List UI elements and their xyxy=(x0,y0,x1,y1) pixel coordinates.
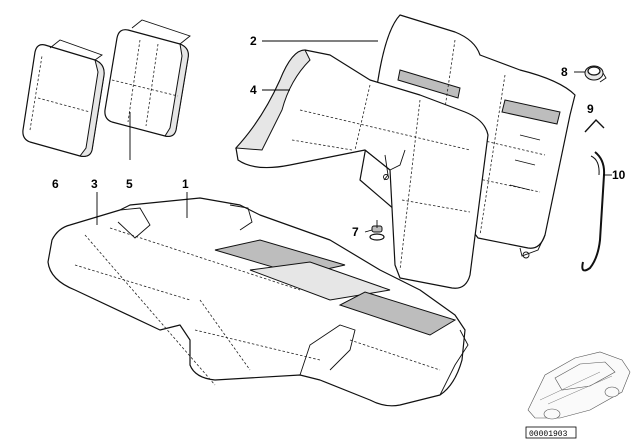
callout-7: 7 xyxy=(352,225,359,239)
diagram-reference: 00001903 xyxy=(525,426,577,439)
backrest-pad-part-5 xyxy=(104,19,191,137)
car-locator-icon xyxy=(527,351,631,420)
backrest-pad-part-6 xyxy=(22,39,105,157)
diagram-id: 00001903 xyxy=(529,430,568,439)
rod-part-10 xyxy=(581,151,606,272)
callout-10: 10 xyxy=(612,168,626,182)
callout-8: 8 xyxy=(561,65,568,79)
callout-2: 2 xyxy=(250,34,257,48)
leader-lines xyxy=(96,40,612,233)
callout-4: 4 xyxy=(250,83,257,97)
push-pin-part-7 xyxy=(369,220,385,241)
callout-1: 1 xyxy=(182,177,189,191)
callout-3: 3 xyxy=(91,177,98,191)
callout-9: 9 xyxy=(587,102,594,116)
seat-cushion-part-1 xyxy=(47,197,469,407)
clip-part-9 xyxy=(584,118,605,133)
callout-5: 5 xyxy=(126,177,133,191)
callout-6: 6 xyxy=(52,177,59,191)
grommet-part-8 xyxy=(584,65,607,83)
